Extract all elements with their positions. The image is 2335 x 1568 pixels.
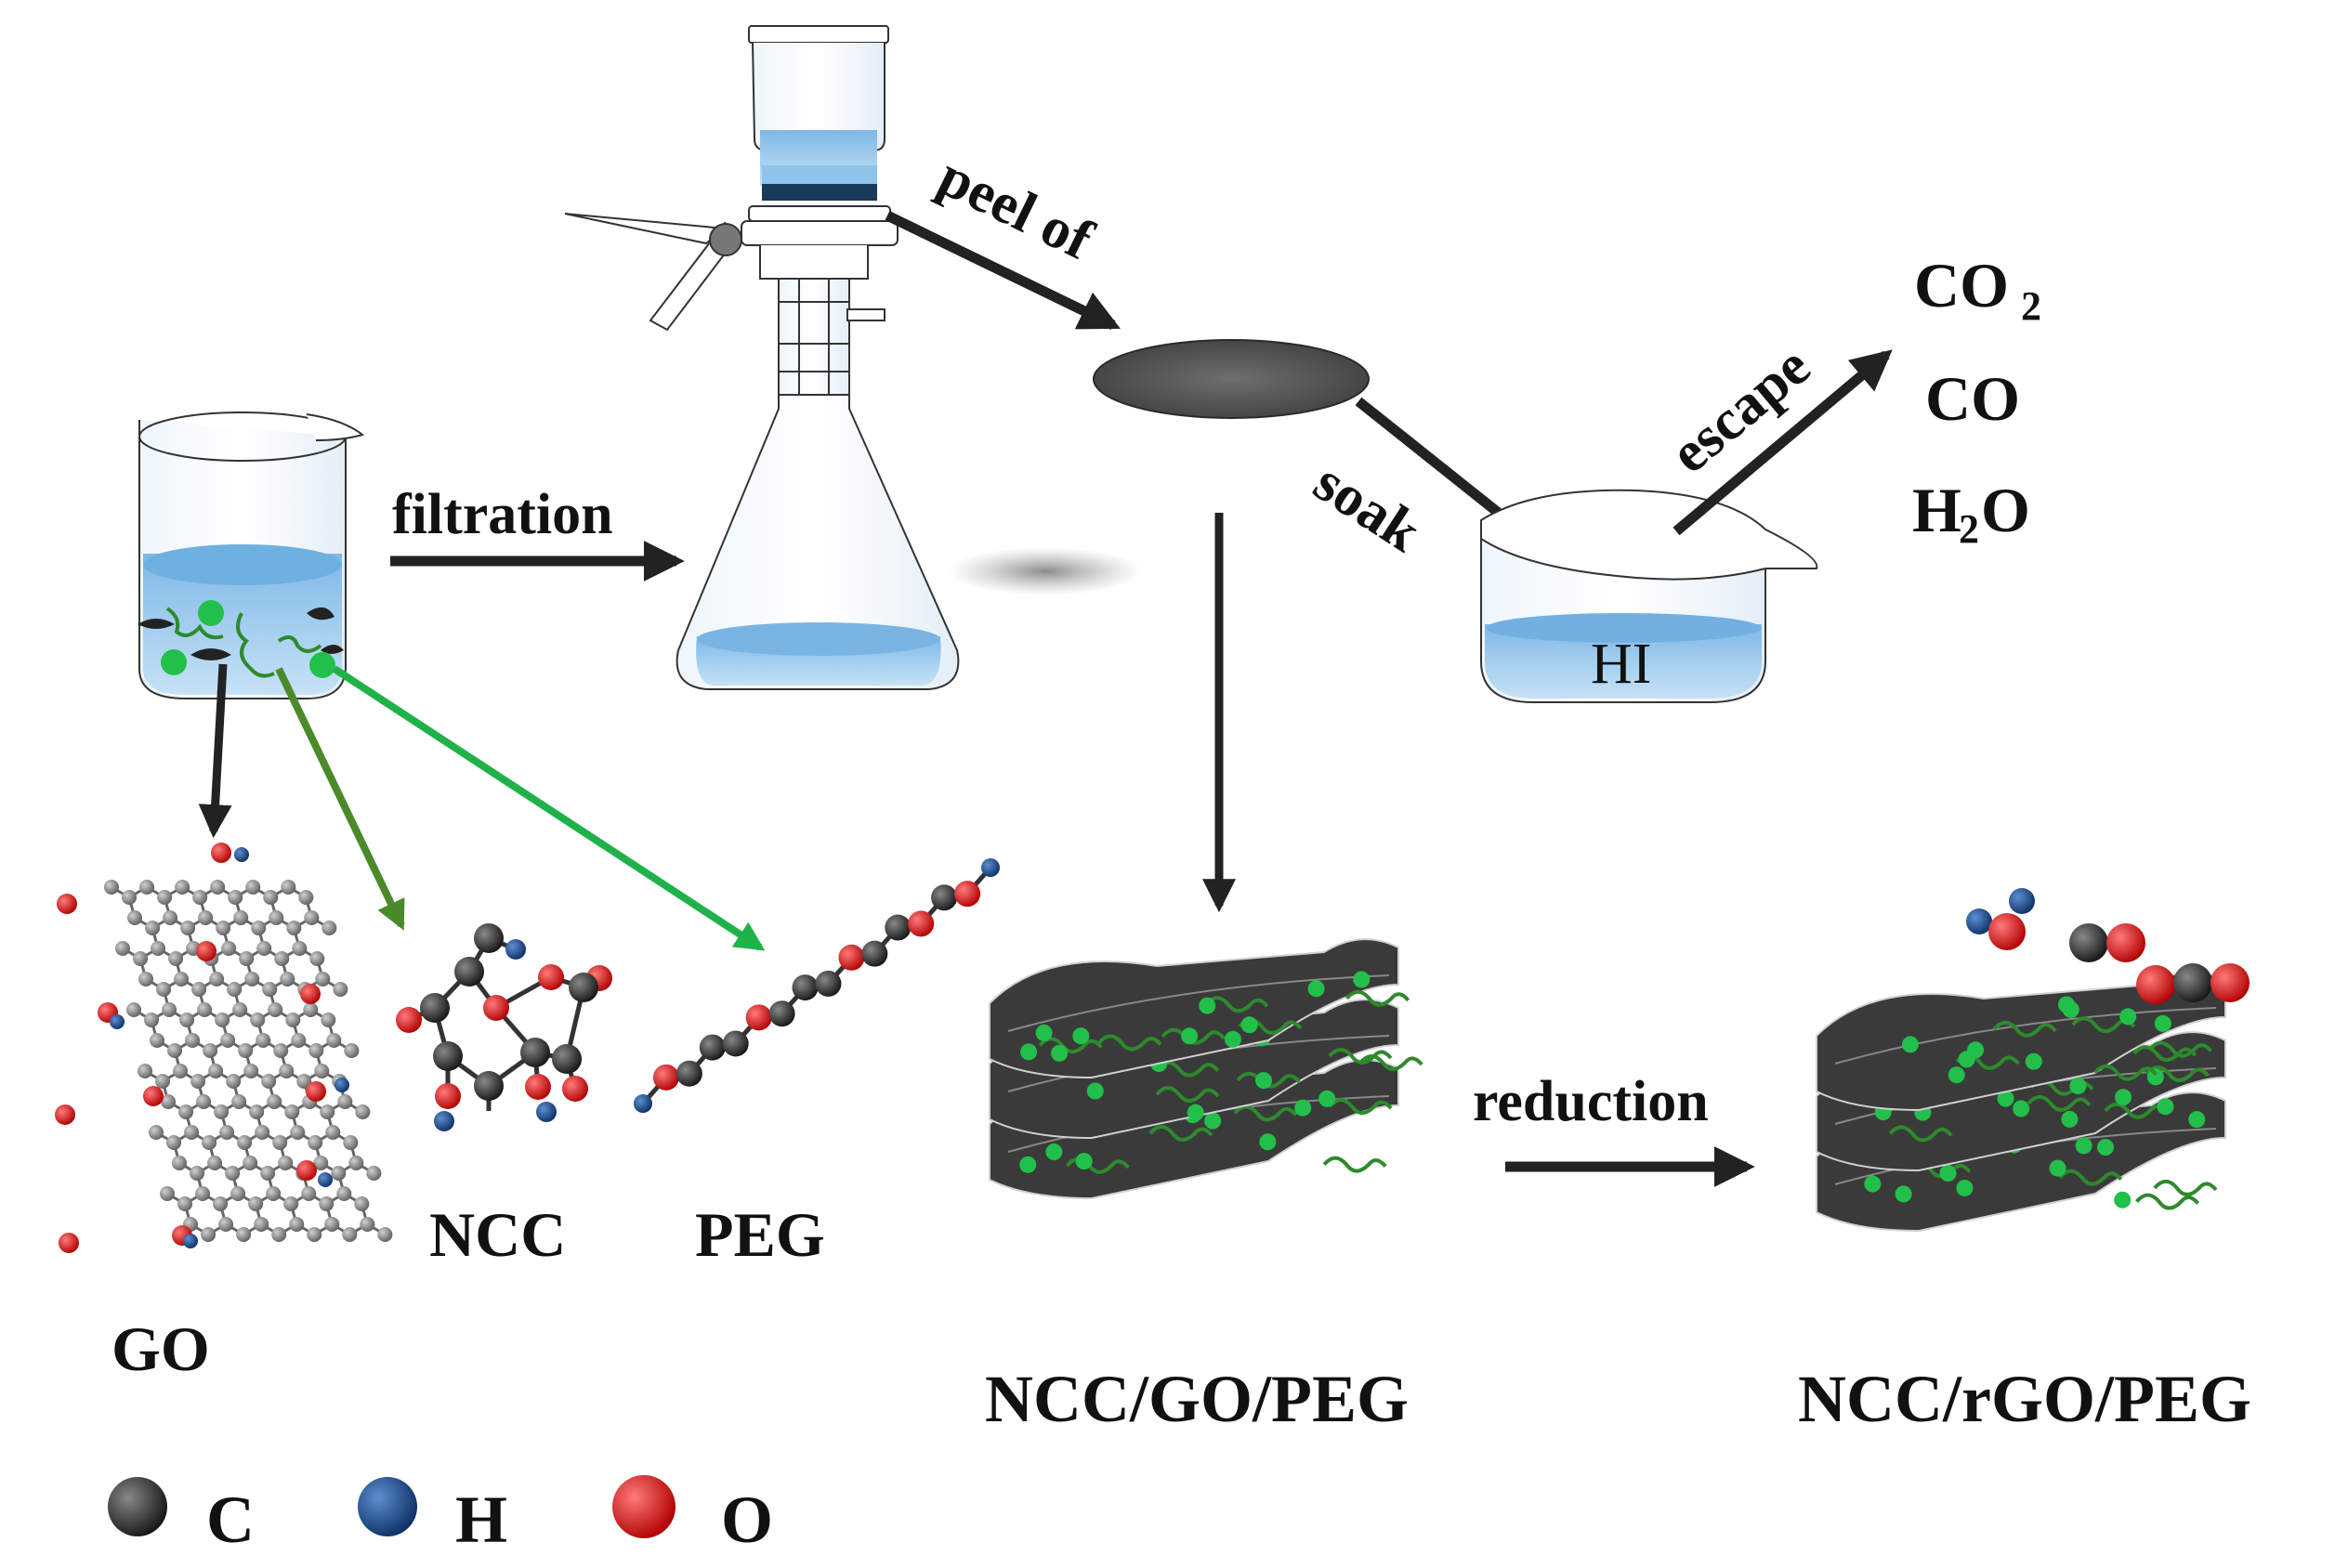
filter-film: [1093, 339, 1370, 419]
ncc-molecule: [396, 923, 612, 1131]
svg-text:O: O: [1981, 475, 2030, 545]
svg-text:2: 2: [1959, 506, 1979, 552]
label-composite: NCC/GO/PEG: [985, 1362, 1409, 1436]
svg-text:C: C: [206, 1483, 255, 1557]
label-ncc: NCC: [429, 1199, 566, 1270]
arrow-to-peg: [332, 665, 766, 951]
vacuum-filtration-flask: [564, 25, 1143, 690]
go-molecule: [55, 843, 393, 1253]
legend-item-c: C: [108, 1477, 255, 1557]
arrow-escape: [1673, 349, 1893, 536]
label-soak: soak: [1303, 451, 1432, 565]
svg-text:2: 2: [2021, 283, 2041, 329]
label-peg: PEG: [695, 1199, 825, 1270]
ncc-rgo-peg-composite: [1816, 971, 2226, 1233]
arrow-peel: [885, 211, 1121, 330]
svg-text:H: H: [1912, 475, 1961, 545]
escaping-gas-molecules: [1966, 888, 2250, 1004]
gas-co2: CO 2: [1914, 250, 2041, 329]
atom-legend: C H O: [108, 1475, 773, 1557]
label-filtration: filtration: [392, 483, 613, 546]
label-reduced: NCC/rGO/PEG: [1798, 1362, 2251, 1436]
svg-text:H: H: [455, 1483, 507, 1557]
svg-text:O: O: [721, 1483, 773, 1557]
hi-solution-dish: HI: [1480, 489, 1818, 703]
label-go: GO: [112, 1313, 210, 1384]
arrow-to-ncc: [275, 667, 405, 931]
ncc-go-peg-composite: [989, 938, 1423, 1200]
gas-h2o: H 2 O: [1912, 475, 2030, 552]
arrow-to-go: [198, 663, 232, 839]
label-reduction: reduction: [1473, 1070, 1709, 1133]
peg-molecule: [634, 858, 1000, 1113]
legend-item-h: H: [358, 1477, 507, 1557]
svg-text:CO: CO: [1914, 250, 2009, 320]
label-hi: HI: [1591, 633, 1651, 696]
legend-item-o: O: [612, 1475, 773, 1557]
label-escape: escape: [1659, 334, 1822, 486]
gas-co: CO: [1925, 363, 2020, 434]
dispersion-beaker: [138, 412, 365, 699]
